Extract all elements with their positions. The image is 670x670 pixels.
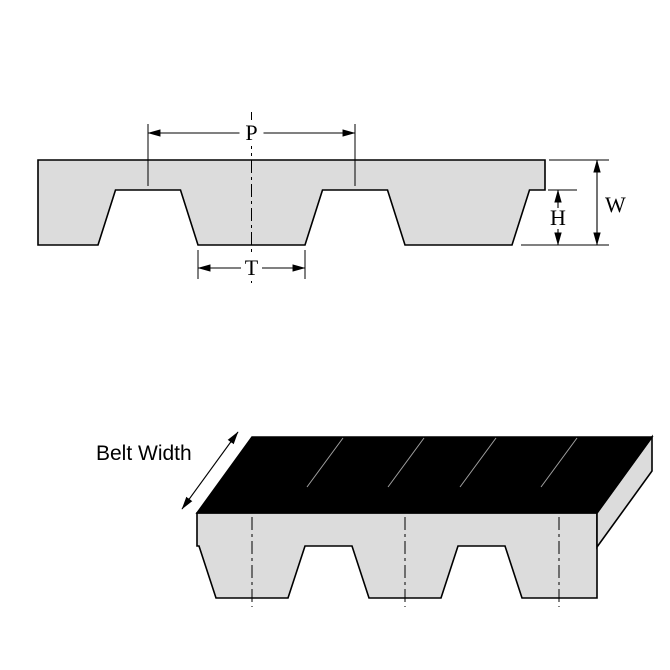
dimension-tooth-width: T — [197, 250, 306, 281]
tooth-height-label: H — [550, 205, 566, 230]
dimension-belt-thickness: W — [593, 159, 626, 246]
belt-top-face — [195, 436, 654, 514]
belt-width-arrow — [181, 431, 239, 510]
tooth-width-label: T — [245, 255, 259, 280]
tooth-height-label-group: H — [549, 205, 567, 230]
top-face-seam-line — [459, 437, 497, 488]
top-face-seam-line — [540, 437, 578, 488]
dimension-pitch: P — [147, 120, 356, 186]
belt-thickness-label: W — [605, 192, 626, 217]
perspective-view: Belt Width — [96, 431, 654, 607]
top-face-seam-line — [387, 437, 425, 488]
tooth-width-label-group: T — [241, 255, 262, 281]
belt-width-label: Belt Width — [96, 442, 192, 465]
pitch-label: P — [245, 120, 257, 145]
tooth-width-label-background — [241, 255, 262, 281]
belt-front-face — [196, 512, 598, 599]
pitch-label-background — [239, 120, 264, 146]
pitch-label-group: P — [239, 120, 264, 146]
profile-view: P T H — [37, 112, 626, 283]
tooth-height-label-background — [549, 208, 567, 229]
dimension-tooth-height: H — [549, 189, 567, 246]
belt-profile-cross-section — [37, 159, 546, 246]
top-face-seam-line — [306, 437, 344, 488]
